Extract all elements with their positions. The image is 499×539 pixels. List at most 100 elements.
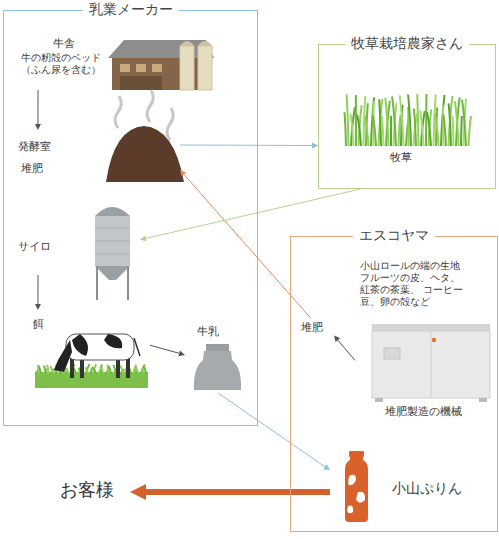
machine-lamp — [432, 338, 436, 342]
grass-blade — [417, 94, 418, 146]
steam — [167, 108, 173, 140]
grass-blade — [347, 94, 349, 146]
grass-blade — [365, 116, 369, 146]
grass-blade — [345, 112, 346, 146]
bottle-spot — [356, 492, 365, 503]
grass-blade — [392, 96, 396, 146]
cow-patch — [104, 334, 122, 348]
bottle-body — [345, 457, 368, 522]
barn-silo — [198, 46, 212, 90]
grass-blade — [144, 367, 146, 374]
grass-blade — [435, 114, 439, 146]
steam — [115, 96, 121, 128]
silo-dome — [180, 41, 194, 46]
node-label: 牛舎 — [53, 37, 75, 50]
grass-blade — [85, 367, 89, 374]
bottle-cap — [349, 451, 364, 457]
cow-head — [54, 340, 72, 372]
node-label: 牧草 — [390, 151, 412, 164]
composter-machine — [372, 324, 490, 402]
node-label: 餌 — [33, 318, 44, 331]
pudding-bottle — [345, 451, 368, 522]
arrow-head — [178, 350, 185, 356]
milk-can — [194, 344, 241, 390]
machine-foot — [375, 398, 383, 402]
grass-blade — [38, 365, 41, 374]
illustration-node: 小山ロールの端の生地 フルーツの皮、ヘタ、 紅茶の茶葉、 コーヒー豆、卵の殻など… — [355, 255, 495, 425]
grass-blade — [425, 94, 428, 146]
node-label: お客様 — [60, 479, 114, 502]
node-label: 牛の籾殻のベッド （ふん尿を含む） — [15, 52, 107, 76]
grass-blade — [408, 95, 411, 146]
machine-seam — [431, 331, 432, 398]
grass-blade — [427, 112, 431, 146]
arrow-head — [140, 235, 147, 241]
barn-silo — [180, 46, 194, 90]
grass-blade — [100, 366, 104, 374]
illustration-node: 牧草 — [330, 85, 480, 175]
illustration-node: 発酵室堆肥 — [15, 130, 180, 180]
barn-illustration — [108, 40, 214, 90]
grass-blade — [382, 116, 384, 146]
grass-blade — [357, 115, 361, 146]
group-title: 牧草栽培農家さん — [345, 35, 469, 53]
flow-arrow — [150, 345, 179, 353]
grass-blade — [469, 116, 472, 146]
barn-window — [136, 64, 146, 72]
arrow-head — [35, 304, 41, 310]
grass-blade — [449, 103, 451, 146]
arrow-head — [35, 124, 41, 130]
compost-illustration — [106, 90, 184, 182]
silo-ring — [95, 228, 130, 229]
grass-blade — [460, 116, 463, 146]
silo-dome — [198, 41, 212, 46]
grass-field — [345, 94, 471, 146]
illustration-node: 牛舎牛の籾殻のベッド （ふん尿を含む） — [15, 35, 230, 90]
grass-blade — [443, 115, 446, 146]
grass-blade — [420, 111, 423, 146]
arrow-head — [323, 464, 330, 470]
node-label: 堆肥 — [301, 321, 323, 334]
grass-blade — [400, 95, 404, 146]
flow-arrow — [37, 90, 38, 124]
grass-blade — [107, 365, 108, 374]
grass-blade — [421, 111, 425, 146]
flow-arrow — [338, 340, 355, 360]
grass-blade — [355, 95, 357, 146]
arrow-head — [180, 170, 186, 176]
grass-blade — [452, 115, 453, 146]
barn-window — [120, 64, 130, 72]
flow-arrow — [184, 174, 311, 318]
silo-ring — [95, 254, 130, 255]
cow-patch — [72, 334, 88, 356]
barn-door — [120, 76, 162, 90]
barn-wall — [112, 58, 210, 90]
illustration-node: 堆肥 — [298, 318, 334, 340]
silo-leg — [127, 266, 129, 300]
grass-blade — [109, 366, 111, 374]
bottle-spot — [348, 475, 356, 486]
bottle-spot — [347, 506, 353, 514]
grass-blade — [385, 98, 388, 146]
grass-blade — [100, 364, 103, 374]
silo-cone — [95, 266, 130, 280]
can-lid — [206, 344, 229, 351]
grass-blade — [414, 109, 416, 146]
silo-body — [95, 216, 130, 266]
grass-blade — [120, 365, 124, 374]
grass-ground — [35, 372, 148, 388]
group-box: エスコヤマ小山ロールの端の生地 フルーツの皮、ヘタ、 紅茶の茶葉、 コーヒー豆、… — [290, 236, 498, 532]
arrow-head — [334, 336, 340, 343]
flow-arrow — [180, 145, 312, 146]
silo-leg — [96, 266, 98, 300]
grass-blade — [351, 107, 355, 146]
node-label: サイロ — [18, 240, 51, 253]
grass-blade — [135, 366, 138, 374]
silo-illustration — [95, 207, 130, 300]
grass-blade — [47, 365, 48, 374]
machine-lid — [372, 324, 490, 331]
illustration-node: お客様 — [55, 478, 130, 506]
node-label: 牛乳 — [197, 325, 219, 338]
barn-window — [152, 64, 162, 72]
node-label: 堆肥 — [21, 162, 43, 175]
